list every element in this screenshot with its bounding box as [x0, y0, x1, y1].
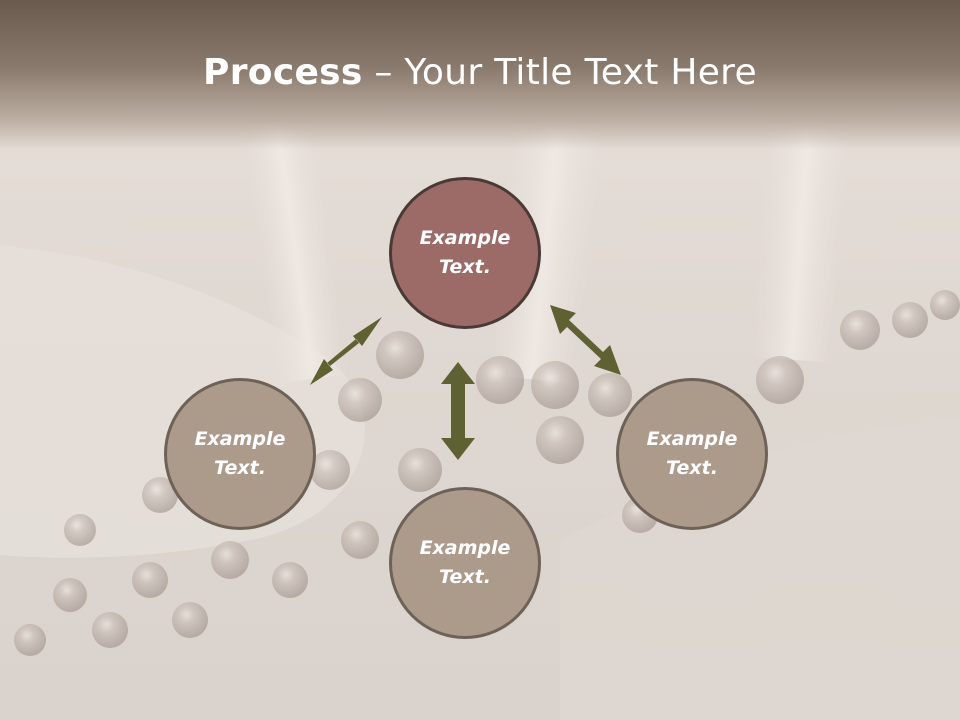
slide-title: Process – Your Title Text Here [0, 52, 960, 93]
node-left-text: Example Text. [194, 428, 286, 479]
arrow-top-bottom [441, 362, 475, 460]
process-node-right[interactable]: Example Text. [616, 378, 768, 530]
arrow-top-right [550, 305, 621, 375]
process-node-bottom[interactable]: Example Text. [389, 487, 541, 639]
process-node-left[interactable]: Example Text. [164, 378, 316, 530]
title-band [0, 0, 960, 150]
arrow-top-left [310, 317, 382, 385]
title-rest-text: – Your Title Text Here [362, 52, 757, 93]
node-bottom-text: Example Text. [419, 537, 511, 588]
node-top-text: Example Text. [419, 227, 511, 278]
process-node-top[interactable]: Example Text. [389, 177, 541, 329]
title-bold-text: Process [203, 52, 363, 93]
node-right-text: Example Text. [646, 428, 738, 479]
